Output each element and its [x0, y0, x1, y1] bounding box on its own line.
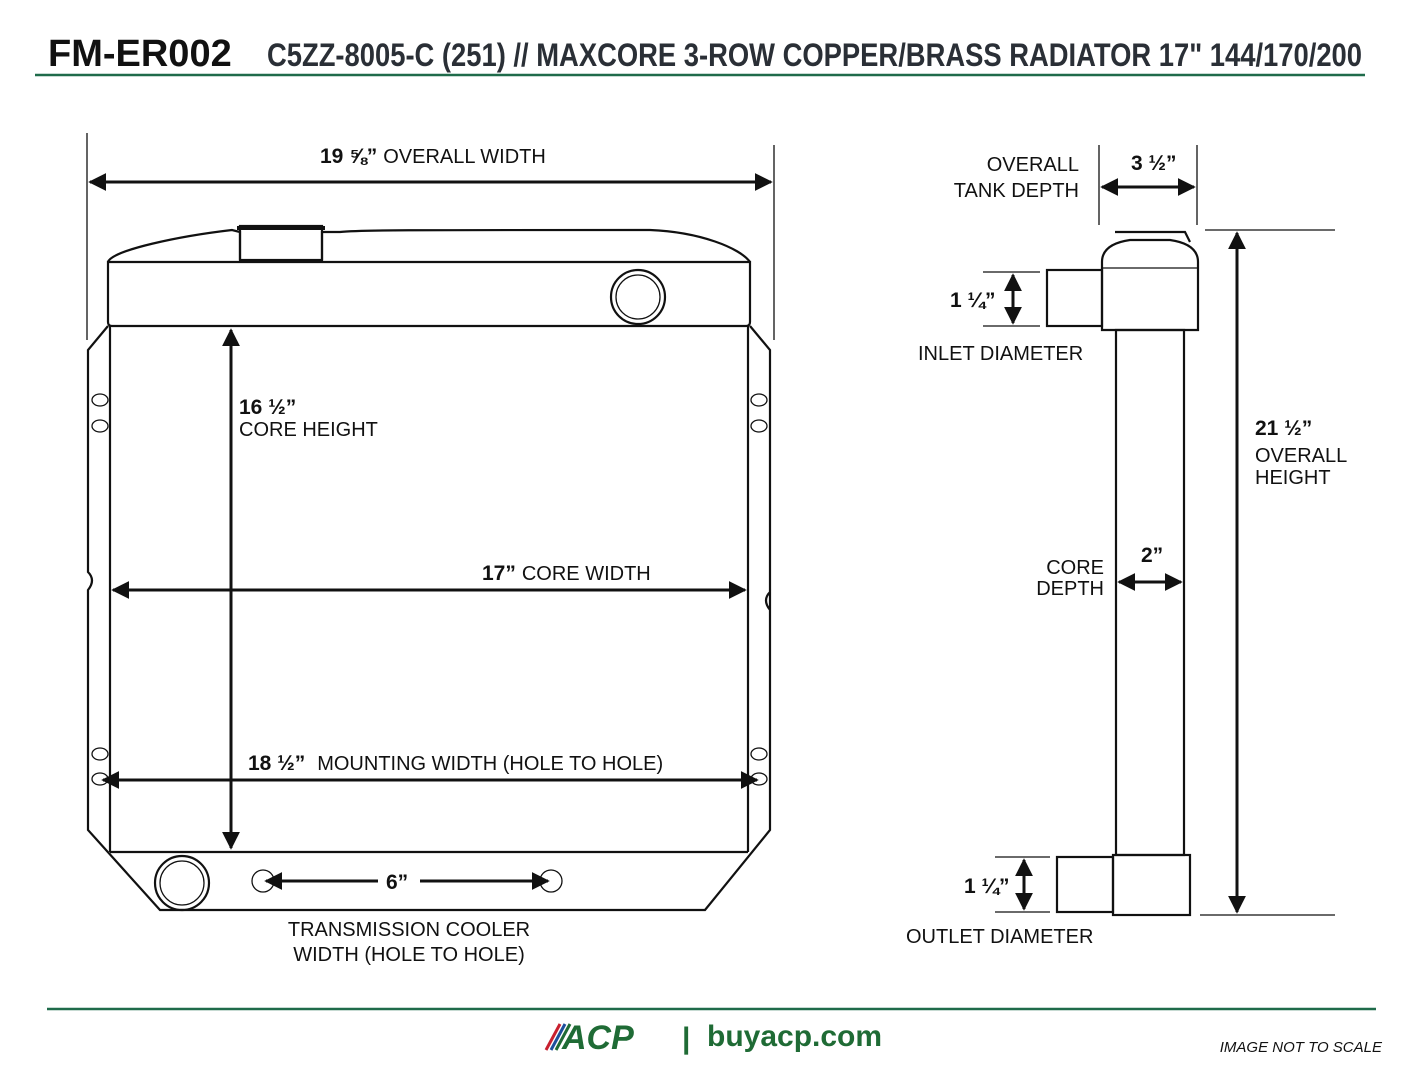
side-inlet [1045, 268, 1104, 328]
trans-cooler-value: 6” [386, 871, 408, 894]
outlet-port [153, 854, 211, 912]
upper-tank [106, 260, 752, 328]
inlet-label: INLET DIAMETER [918, 343, 1083, 365]
side-view: 3 ½” OVERALL TANK DEPTH 1 ¼” INLET DIAME… [906, 145, 1347, 948]
acp-logo: ACP [544, 1019, 634, 1057]
side-core [1114, 328, 1186, 857]
tank-depth-label-2: TANK DEPTH [954, 180, 1079, 202]
outlet-value: 1 ¼” [964, 875, 1010, 898]
mounting-width-dimension: 18 ½”MOUNTING WIDTH (HOLE TO HOLE) [248, 752, 663, 775]
core-depth-value: 2” [1141, 544, 1163, 567]
inlet-value: 1 ¼” [950, 289, 996, 312]
radiator-frame [86, 325, 772, 912]
footer: ACP | buyacp.com IMAGE NOT TO SCALE [47, 1007, 1383, 1057]
overall-height-value: 21 ½” [1255, 417, 1312, 440]
scale-note: IMAGE NOT TO SCALE [1220, 1039, 1383, 1056]
core-height-value: 16 ½” [239, 396, 296, 419]
footer-separator: | [682, 1022, 690, 1055]
front-view: 19 ⅝”OVERALL WIDTH 16 ½” CORE HEIGHT 17”… [86, 133, 775, 966]
header: FM-ER002 C5ZZ-8005-C (251) // MAXCORE 3-… [35, 33, 1365, 77]
svg-text:ACP: ACP [561, 1019, 634, 1057]
core-width-dimension: 17”CORE WIDTH [482, 562, 651, 585]
overall-height-label-1: OVERALL [1255, 445, 1347, 467]
core-height-label: CORE HEIGHT [239, 419, 378, 441]
upper-tank-top [106, 228, 751, 263]
trans-cooler-label-2: WIDTH (HOLE TO HOLE) [293, 944, 525, 966]
core-depth-label-1: CORE [1046, 557, 1104, 579]
part-number: FM-ER002 [48, 33, 232, 75]
trans-cooler-label-1: TRANSMISSION COOLER [288, 919, 530, 941]
tank-depth-value: 3 ½” [1131, 152, 1177, 175]
overall-width-dimension: 19 ⅝”OVERALL WIDTH [320, 145, 546, 168]
side-lower-tank [1111, 853, 1192, 917]
filler-neck [238, 224, 324, 262]
inlet-port [609, 268, 667, 326]
core-depth-label-2: DEPTH [1036, 578, 1104, 600]
outlet-label: OUTLET DIAMETER [906, 926, 1093, 948]
side-upper-tank [1100, 238, 1200, 332]
website-link[interactable]: buyacp.com [707, 1020, 882, 1053]
side-outlet [1055, 855, 1115, 914]
tank-depth-label-1: OVERALL [987, 154, 1079, 176]
part-description: C5ZZ-8005-C (251) // MAXCORE 3-ROW COPPE… [267, 37, 1362, 73]
overall-height-label-2: HEIGHT [1255, 467, 1331, 489]
